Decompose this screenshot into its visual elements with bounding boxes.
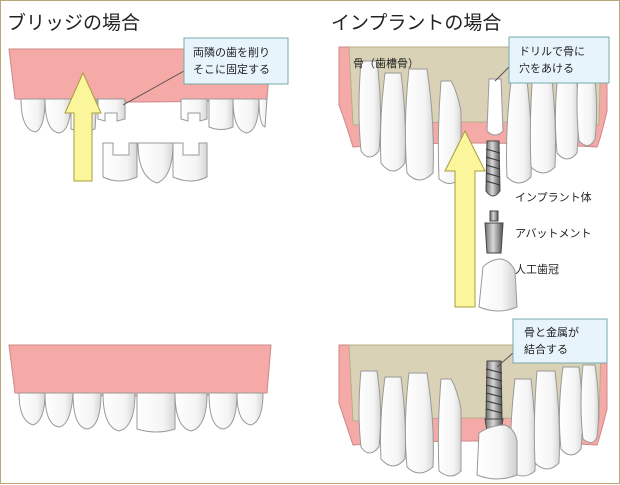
result-tooth-root — [580, 364, 600, 443]
result-tooth-root — [558, 366, 584, 456]
implant-title: インプラントの場合 — [331, 12, 501, 34]
upper-tooth-root — [576, 62, 598, 146]
bridge-pontic-fitted — [136, 392, 176, 433]
installed-crown — [476, 424, 518, 480]
implant-result-teeth — [358, 364, 600, 477]
result-tooth-root — [404, 372, 434, 474]
upper-tooth — [20, 98, 46, 133]
upper-tooth-root — [404, 68, 434, 181]
implant-fixture — [485, 140, 501, 197]
bridge-callout-line2: そこに固定する — [193, 62, 270, 76]
upper-tooth-root — [358, 60, 382, 158]
drill-callout: ドリルで骨に 穴をあける — [494, 36, 610, 84]
bridge-upper-teeth — [20, 98, 268, 134]
drill-callout-line2: 穴をあける — [519, 61, 574, 75]
upper-tooth-root — [529, 70, 556, 174]
abutment-label: アバットメント — [515, 227, 592, 240]
upper-tooth — [44, 98, 72, 134]
bridge-callout: 両隣の歯を削り そこに固定する — [122, 37, 289, 106]
result-tooth-root — [358, 370, 382, 454]
bridge-crown-left-fitted — [102, 392, 136, 432]
bridge-callout-box — [183, 37, 289, 85]
drilled-hole — [486, 78, 504, 136]
bridge-callout-leader — [122, 70, 185, 106]
upper-tooth — [232, 98, 260, 134]
result-tooth-root — [533, 370, 560, 470]
fusion-callout: 骨と金属が 結合する — [496, 318, 608, 368]
upper-tooth — [208, 98, 234, 130]
implant-upper-teeth — [358, 60, 598, 184]
bridge-crown-right-fitted — [174, 392, 208, 432]
upper-tooth-root — [506, 80, 532, 184]
fusion-callout-box — [512, 318, 608, 364]
artificial-crown — [478, 258, 518, 312]
result-tooth — [18, 392, 46, 426]
bridge-title: ブリッジの場合 — [7, 11, 140, 34]
result-tooth-root — [380, 376, 406, 467]
bridge-crown-left — [102, 142, 138, 182]
result-tooth — [236, 392, 264, 426]
bridge-crown-right — [172, 142, 208, 182]
drill-callout-box — [508, 36, 610, 84]
bridge-callout-line1: 両隣の歯を削り — [193, 45, 270, 59]
result-tooth-root — [437, 378, 462, 477]
fusion-callout-line2: 結合する — [524, 342, 568, 356]
fusion-callout-leader — [496, 352, 514, 368]
result-tooth — [72, 392, 102, 430]
bridge-result-jaw — [8, 344, 272, 433]
implant-up-arrow — [444, 129, 486, 308]
bridge-result-teeth — [18, 392, 264, 433]
bone-label: 骨（歯槽骨） — [353, 57, 419, 70]
fixture-label: インプラント体 — [515, 190, 592, 204]
implant-installed — [476, 360, 518, 480]
drill-callout-line1: ドリルで骨に — [519, 45, 585, 58]
upper-tooth — [258, 98, 268, 128]
fusion-callout-line1: 骨と金属が — [524, 325, 579, 339]
bridge-up-arrow — [64, 71, 102, 182]
implant-abutment — [484, 210, 504, 254]
implant-result-jaw — [338, 344, 608, 480]
result-tooth — [208, 392, 238, 430]
bridge-prosthesis — [102, 142, 208, 184]
drill-callout-leader — [494, 66, 510, 82]
bridge-pontic — [137, 142, 174, 184]
bridge-result-gum — [8, 344, 272, 397]
result-tooth — [44, 392, 74, 428]
prepared-tooth-right — [180, 98, 208, 122]
upper-tooth-root — [380, 72, 406, 172]
prepared-tooth-left — [97, 98, 126, 122]
crown-label: 人工歯冠 — [515, 263, 559, 276]
